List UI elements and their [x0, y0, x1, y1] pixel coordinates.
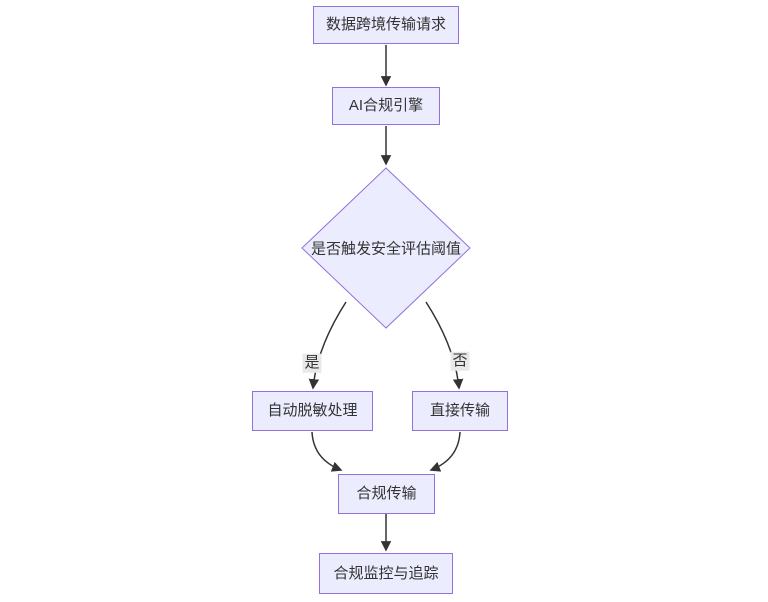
- node-transfer-label: 合规传输: [356, 485, 417, 502]
- edge-decision-direct: [425, 301, 464, 390]
- node-monitor-label: 合规监控与追踪: [333, 564, 439, 582]
- node-transfer: 合规传输: [338, 474, 435, 514]
- node-request: 数据跨境传输请求: [313, 6, 459, 44]
- node-engine: AI合规引擎: [332, 87, 440, 125]
- edge-label-yes: 是: [302, 353, 322, 373]
- edge-direct-transfer: [429, 431, 461, 472]
- decision-diamond-shape: [301, 167, 471, 329]
- node-direct: 直接传输: [412, 391, 508, 431]
- edge-label-no: 否: [450, 351, 470, 371]
- node-direct-label: 直接传输: [429, 402, 490, 419]
- edge-decision-desensitize: [308, 301, 347, 390]
- node-request-label: 数据跨境传输请求: [325, 16, 446, 33]
- edge-desensitize-transfer: [311, 431, 343, 472]
- node-engine-label: AI合规引擎: [348, 97, 424, 114]
- node-desensitize-label: 自动脱敏处理: [267, 402, 358, 419]
- node-monitor: 合规监控与追踪: [319, 553, 453, 594]
- node-desensitize: 自动脱敏处理: [252, 391, 373, 431]
- node-decision-label: 是否触发安全评估阈值: [310, 240, 462, 258]
